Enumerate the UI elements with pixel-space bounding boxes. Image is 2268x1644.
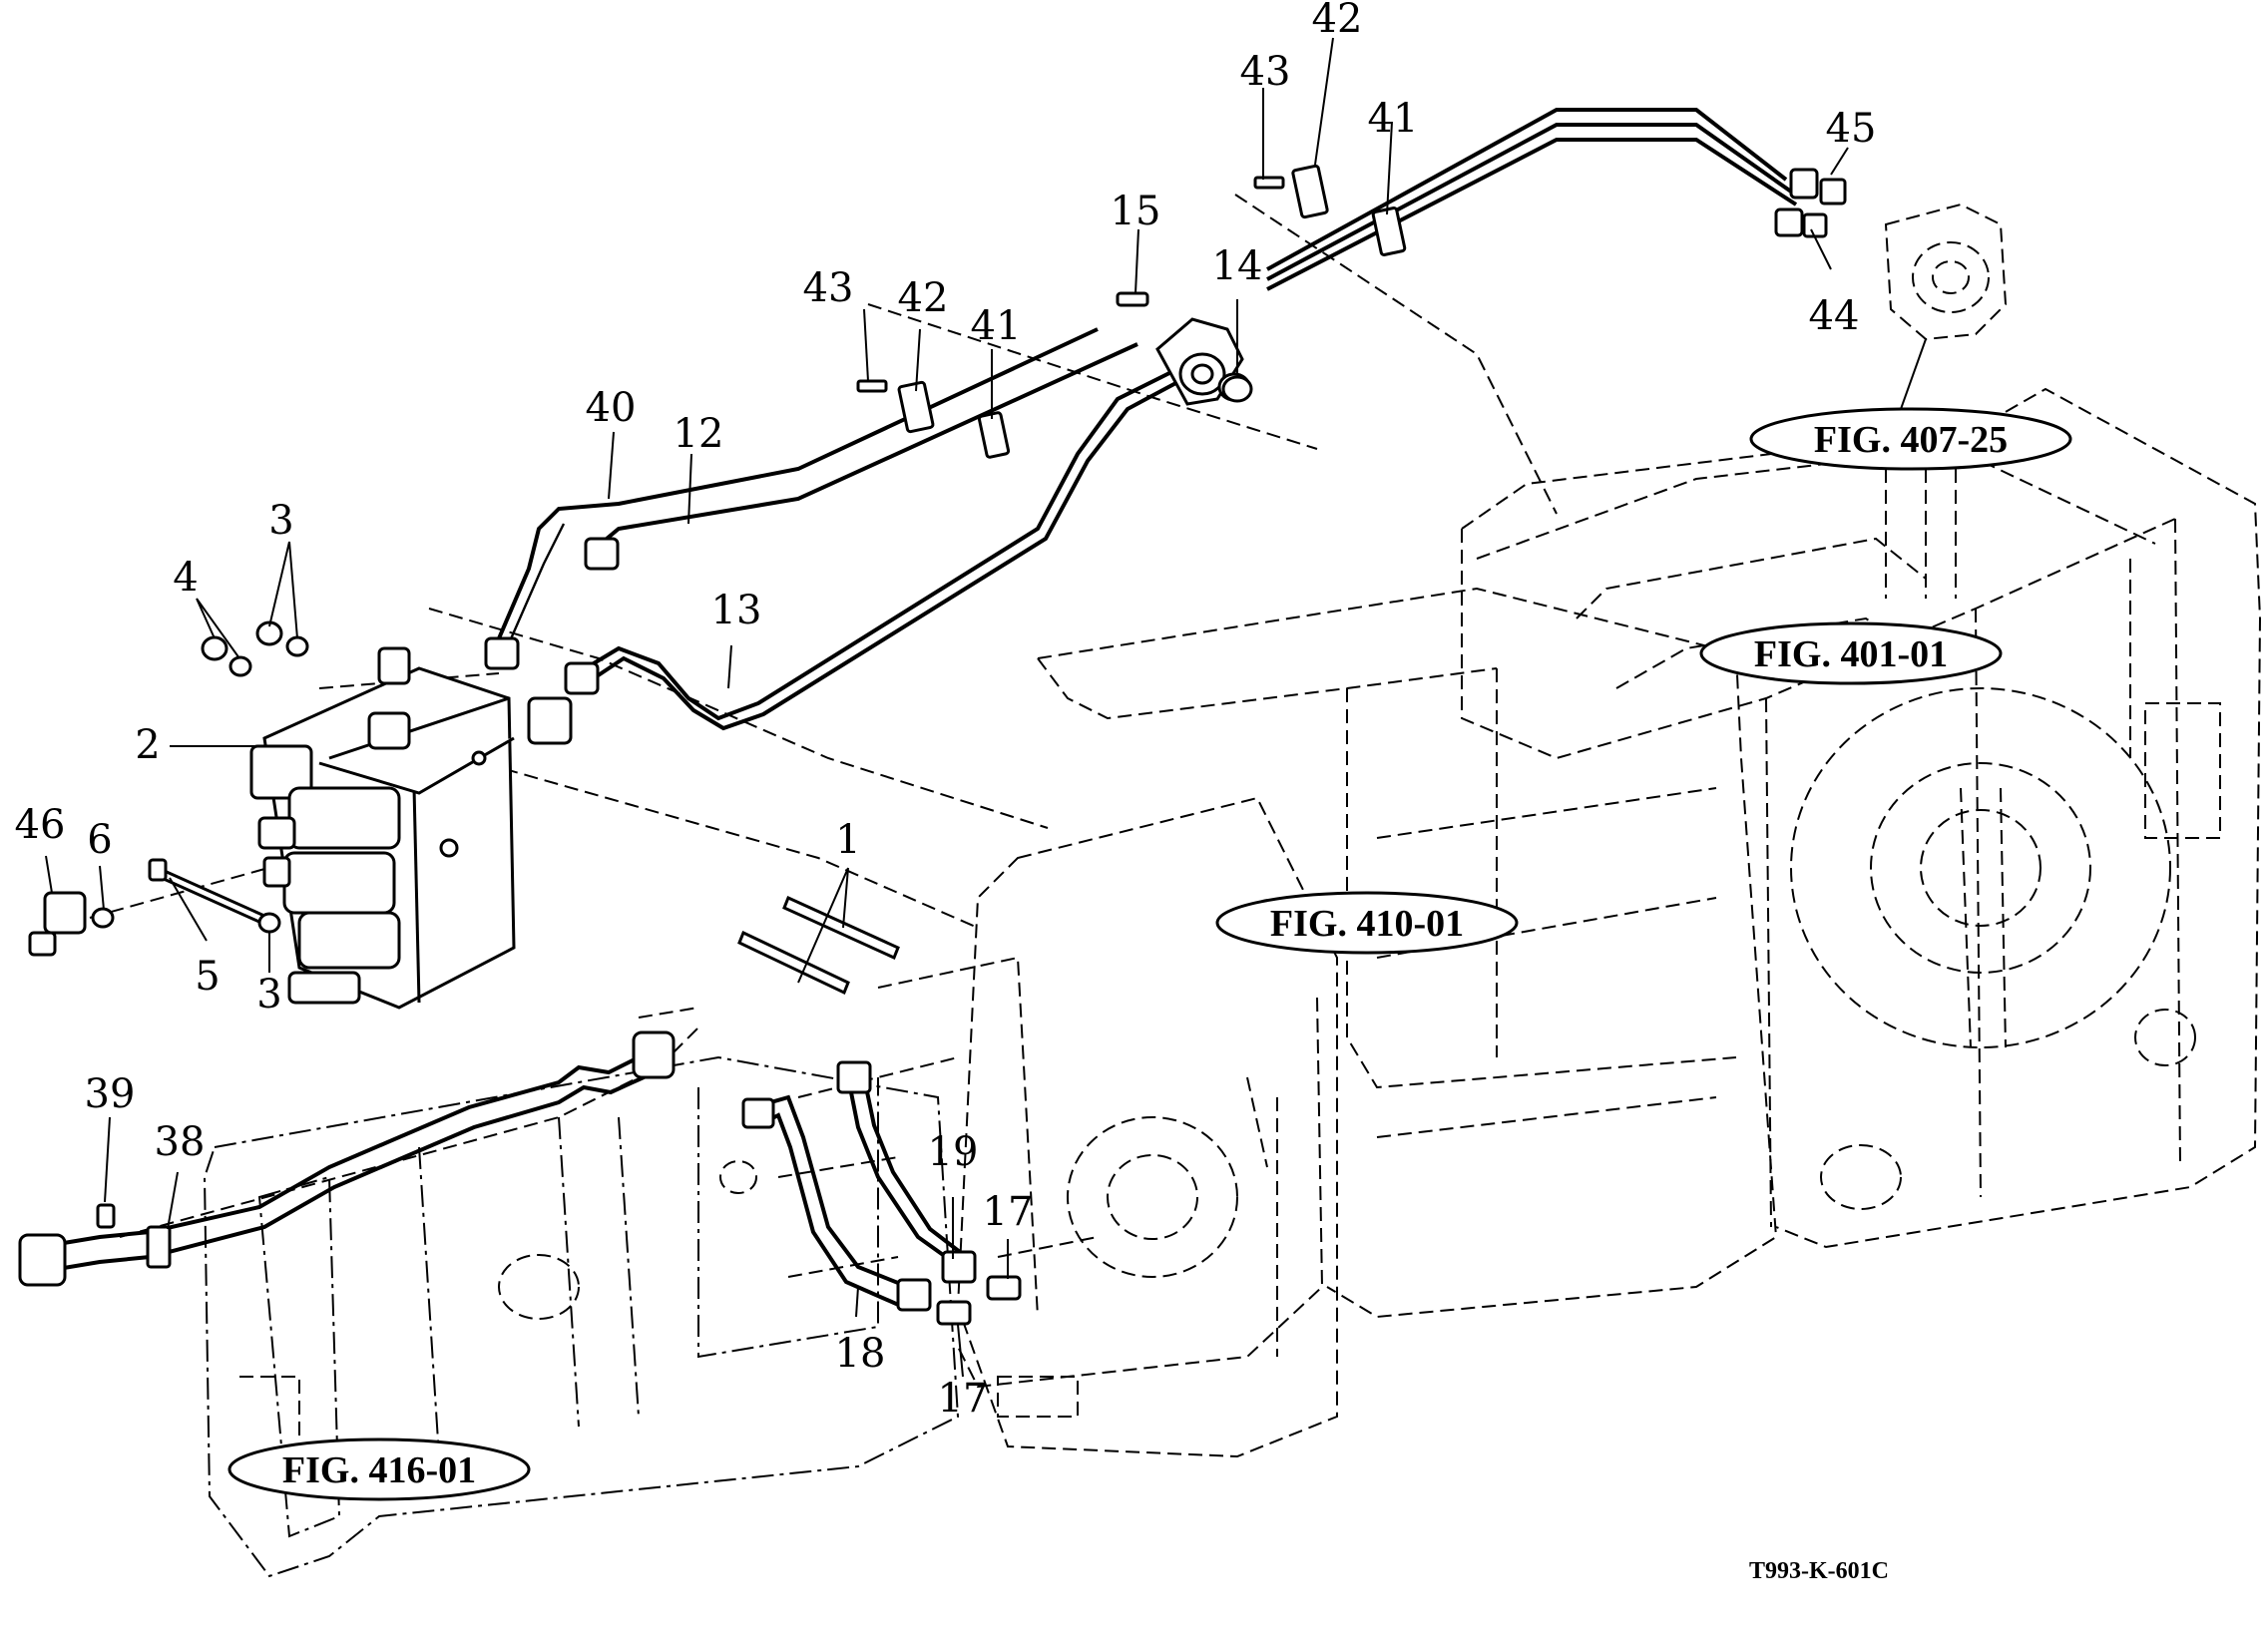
pipe-18: [741, 1094, 932, 1312]
callout-numbers: 42 43 41 45 14 44 15 43 42 41 40 12 3 4 …: [15, 0, 1877, 1422]
callout-17-lower: 17: [938, 1376, 989, 1422]
fig-ref-401-01-label: FIG. 401-01: [1754, 633, 1948, 675]
callout-41-top: 41: [1368, 96, 1419, 142]
transmission-housing-outline: [203, 387, 2262, 1578]
fittings: [28, 164, 1847, 1326]
drawing-code: T993-K-601C: [1749, 1558, 1889, 1584]
callout-43-top: 43: [1240, 49, 1291, 95]
fig-ref-401-01[interactable]: FIG. 401-01: [1699, 621, 2003, 685]
callout-41-mid: 41: [971, 303, 1022, 349]
callout-14: 14: [1212, 243, 1263, 289]
pipe-38: [18, 1030, 676, 1287]
fig-ref-416-01-label: FIG. 416-01: [282, 1449, 476, 1491]
control-valve-2: [249, 646, 573, 1010]
callout-40: 40: [586, 385, 637, 431]
pipe-13: [567, 367, 1184, 731]
callout-13: 13: [711, 588, 762, 633]
callout-2: 2: [135, 722, 160, 768]
callout-44: 44: [1809, 293, 1860, 339]
callout-42-mid: 42: [898, 275, 949, 321]
callout-6: 6: [87, 817, 112, 863]
callout-15: 15: [1111, 189, 1161, 234]
pipe-40-12: [497, 327, 1138, 644]
rear-cover-plate: [1884, 203, 2008, 341]
callout-39: 39: [85, 1071, 136, 1117]
callout-46: 46: [15, 802, 66, 848]
callout-12: 12: [674, 411, 724, 457]
pipe-19: [836, 1060, 977, 1284]
callout-43-mid: 43: [803, 265, 854, 311]
callout-38: 38: [155, 1119, 206, 1165]
fig-ref-410-01-label: FIG. 410-01: [1270, 903, 1464, 945]
fig-ref-407-25-label: FIG. 407-25: [1814, 419, 2008, 461]
callout-18: 18: [835, 1331, 886, 1377]
callout-17-upper: 17: [983, 1189, 1034, 1235]
fig-ref-416-01[interactable]: FIG. 416-01: [227, 1438, 531, 1501]
callout-42-top: 42: [1312, 0, 1363, 42]
callout-4: 4: [173, 555, 198, 601]
callout-1: 1: [835, 817, 860, 863]
callout-19: 19: [928, 1129, 979, 1175]
pipe-upper-right: [1266, 108, 1798, 291]
callout-5: 5: [195, 954, 220, 1000]
callout-3-upper: 3: [268, 498, 293, 544]
fig-ref-407-25[interactable]: FIG. 407-25: [1749, 407, 2072, 471]
leader-lines: [45, 37, 1927, 1378]
callout-45: 45: [1826, 106, 1877, 152]
callout-3-lower: 3: [256, 972, 281, 1018]
fig-ref-410-01[interactable]: FIG. 410-01: [1215, 891, 1519, 955]
